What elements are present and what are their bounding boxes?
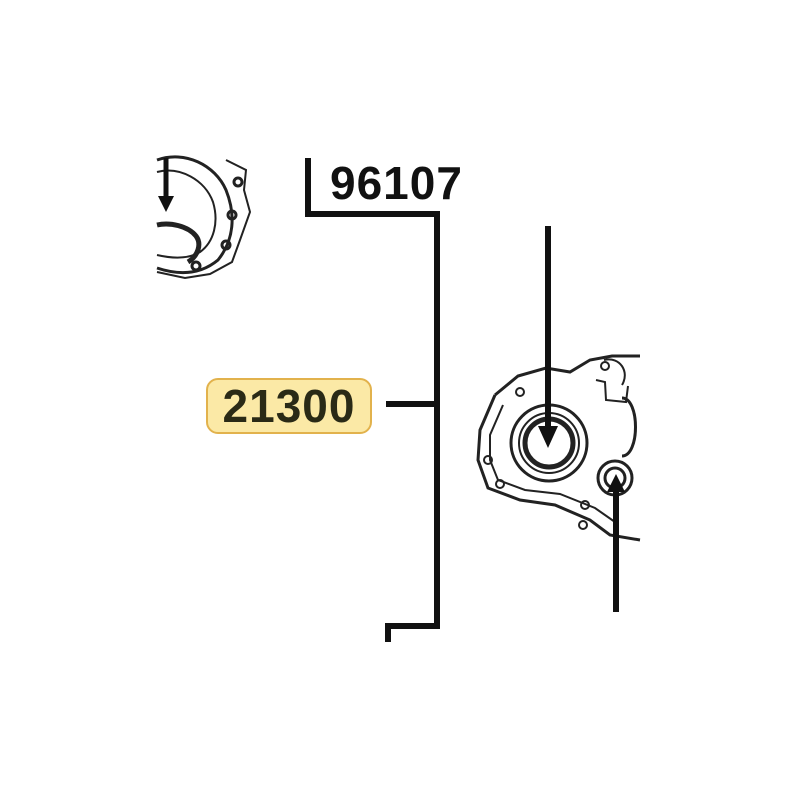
housing-fragment-left (156, 155, 252, 280)
arrow-down-right (538, 226, 558, 448)
label-occlusion (466, 154, 616, 212)
part-number-callout-label: 21300 (222, 380, 356, 432)
bracket-line-top (305, 158, 440, 642)
gear-housing-right (476, 354, 641, 542)
arrow-up-right (607, 474, 625, 612)
part-number-callout-badge[interactable]: 21300 (206, 378, 372, 434)
part-number-label-top: 96107 (330, 157, 463, 209)
arrow-left-fragment (158, 158, 174, 212)
